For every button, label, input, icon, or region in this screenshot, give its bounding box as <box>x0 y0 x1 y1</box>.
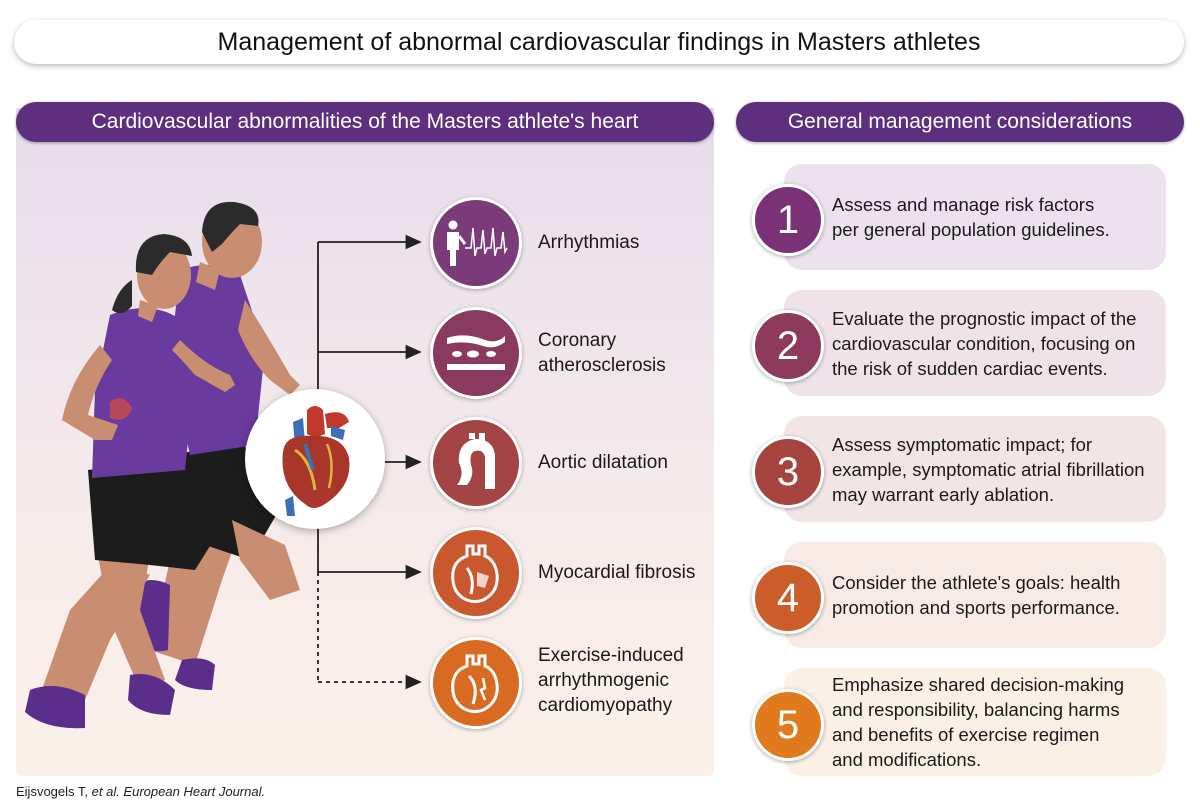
left-panel-header: Cardiovascular abnormalities of the Mast… <box>16 102 714 142</box>
step-number-3: 3 <box>752 436 824 508</box>
aortic-dilatation-label: Aortic dilatation <box>538 452 668 473</box>
step-number-2: 2 <box>752 310 824 382</box>
anatomical-heart-icon <box>282 406 350 516</box>
right-panel-header: General management considerations <box>736 102 1184 142</box>
heart-fibrosis-icon <box>451 544 499 604</box>
page-title: Management of abnormal cardiovascular fi… <box>14 20 1184 64</box>
aorta-icon <box>457 433 495 489</box>
aortic-dilatation-icon-circle <box>430 417 522 509</box>
step-number-4: 4 <box>752 562 824 634</box>
artery-plaque-icon <box>447 335 505 370</box>
female-runner-illustration <box>25 234 235 729</box>
runners-illustration <box>25 201 300 729</box>
step-number-1: 1 <box>752 184 824 256</box>
citation: Eijsvogels T, et al. European Heart Jour… <box>16 784 266 799</box>
myocardial-fibrosis-label: Myocardial fibrosis <box>538 562 696 583</box>
arrhythmias-icon-circle <box>430 197 522 289</box>
arrhythmia-ecg-icon <box>447 220 508 266</box>
heart-illustration-circle <box>245 389 385 529</box>
myocardial-fibrosis-icon-circle <box>430 527 522 619</box>
coronary-atherosclerosis-icon-circle <box>430 307 522 399</box>
step-number-5: 5 <box>752 689 824 761</box>
arrhythmias-label: Arrhythmias <box>538 232 640 253</box>
cardiomyopathy-icon-circle <box>430 637 522 729</box>
heart-cardiomyopathy-icon <box>451 654 499 714</box>
